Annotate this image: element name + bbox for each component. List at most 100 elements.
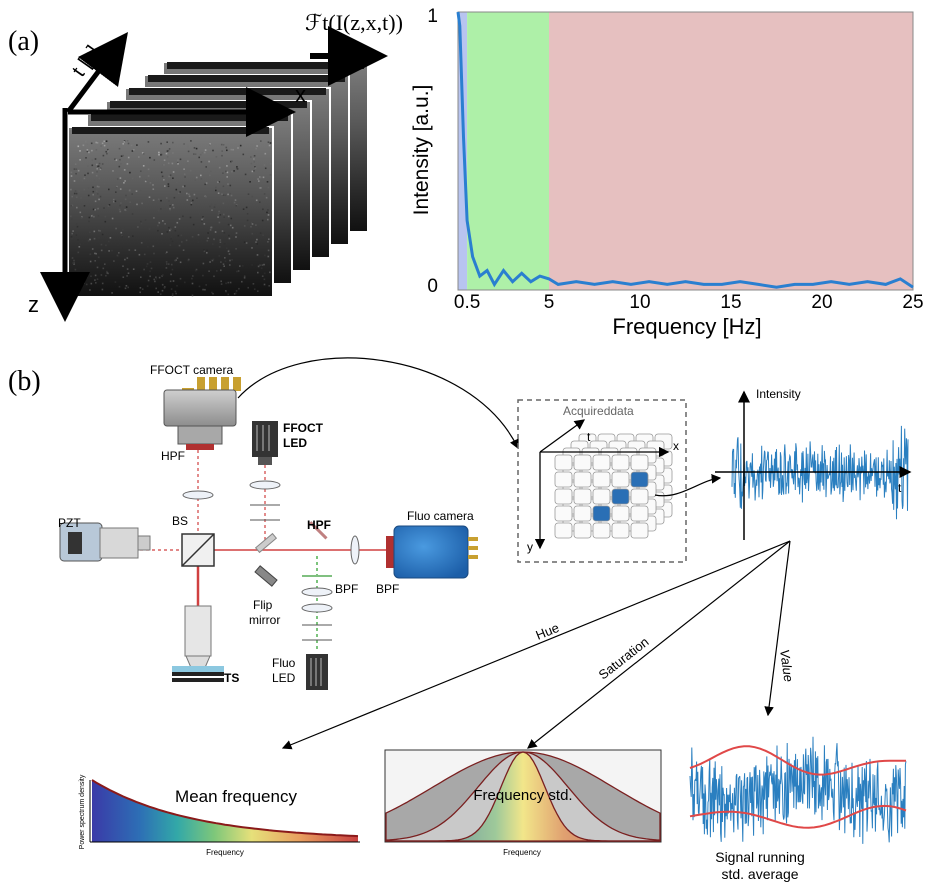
speckle [108, 250, 110, 252]
speckle [70, 215, 72, 218]
speckle [76, 206, 78, 209]
speckle [172, 152, 174, 154]
speckle [218, 166, 221, 169]
speckle [229, 281, 232, 284]
speckle [96, 266, 99, 269]
speckle [237, 147, 239, 149]
speckle [211, 291, 213, 294]
speckle [157, 224, 159, 227]
speckle [246, 219, 249, 222]
running-caption-2: std. average [721, 866, 798, 882]
speckle [96, 163, 98, 166]
fourier-transform-label: ℱt(I(z,x,t)) [305, 10, 403, 35]
speckle [86, 143, 88, 145]
speckle [197, 234, 200, 236]
speckle [86, 150, 89, 153]
speckle [230, 194, 233, 197]
speckle [72, 262, 74, 264]
speckle [157, 229, 159, 232]
speckle [153, 278, 155, 281]
speckle [102, 267, 105, 270]
speckle [107, 205, 110, 207]
speckle [104, 251, 107, 253]
speckle [168, 226, 170, 229]
speckle [243, 277, 246, 279]
speckle [87, 165, 89, 167]
speckle [268, 144, 271, 147]
speckle [80, 197, 82, 199]
speckle [220, 269, 222, 272]
speckle [94, 158, 97, 160]
speckle [236, 270, 238, 273]
speckle [71, 238, 73, 240]
speckle [230, 148, 233, 151]
mean-frequency-xlabel: Frequency [206, 848, 244, 857]
z-axis-label: z [28, 292, 39, 317]
speckle [172, 204, 174, 206]
speckle [140, 222, 143, 225]
speckle [122, 276, 125, 278]
signal-ylabel: Intensity [756, 387, 801, 401]
frequency-std-plot [384, 749, 662, 843]
speckle [70, 236, 73, 238]
speckle [73, 180, 76, 182]
speckle [101, 163, 104, 165]
speckle [174, 290, 177, 293]
speckle [233, 201, 236, 204]
band-mid-frequency [467, 12, 549, 290]
speckle [243, 225, 246, 227]
speckle [92, 193, 94, 196]
speckle [249, 181, 251, 183]
running-caption-1: Signal running [715, 849, 805, 865]
speckle [71, 218, 73, 220]
speckle [93, 179, 96, 181]
speckle [114, 200, 117, 203]
speckle [162, 220, 164, 222]
stack-frame-header [72, 127, 269, 134]
speckle [166, 156, 169, 158]
speckle [220, 280, 222, 283]
speckle [97, 165, 100, 167]
speckle [202, 217, 205, 220]
speckle [144, 219, 147, 221]
fluo-led-label-1: Fluo [272, 656, 296, 670]
speckle [105, 140, 108, 142]
speckle [178, 244, 181, 247]
speckle [200, 178, 203, 180]
speckle [112, 170, 114, 172]
speckle [269, 174, 272, 176]
speckle [190, 203, 193, 206]
speckle [104, 220, 107, 223]
speckle [148, 228, 151, 230]
band-high-frequency [549, 12, 913, 290]
speckle [102, 154, 105, 157]
speckle [255, 147, 257, 150]
speckle [111, 249, 113, 252]
speckle [210, 226, 212, 229]
speckle [203, 250, 206, 253]
speckle [250, 225, 252, 228]
speckle [165, 152, 168, 155]
speckle [267, 218, 269, 221]
speckle [139, 287, 142, 289]
speckle [189, 169, 192, 172]
speckle [206, 252, 208, 254]
speckle [205, 182, 208, 184]
speckle [126, 257, 129, 259]
speckle [135, 190, 138, 192]
speckle [205, 284, 207, 286]
speckle [119, 210, 122, 213]
speckle [106, 152, 108, 155]
speckle [163, 208, 166, 210]
optical-elements [182, 480, 360, 641]
speckle [71, 195, 73, 198]
speckle [235, 204, 238, 207]
speckle [200, 174, 202, 177]
speckle [242, 153, 245, 156]
speckle [98, 198, 100, 201]
speckle [194, 153, 197, 155]
speckle [259, 176, 262, 179]
speckle [132, 235, 134, 237]
voxel-cube [630, 488, 649, 505]
speckle [126, 140, 129, 142]
